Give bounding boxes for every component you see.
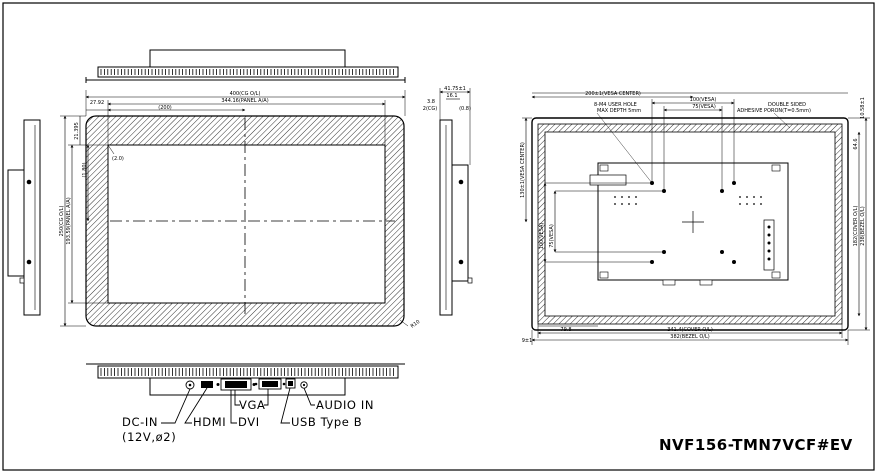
dim-vesa-200: 200±1(VESA CENTER) xyxy=(585,91,641,97)
dim-gap: (0.8) xyxy=(459,106,471,112)
label-dvi: DVI xyxy=(238,415,260,429)
vga-port xyxy=(254,378,286,390)
dim-cover-width: 341.4(COVER O/L) xyxy=(667,327,713,333)
usb-b-port xyxy=(285,378,296,389)
bottom-view: DC-IN (12V,ø2) HDMI VGA DVI USB Type B A… xyxy=(86,363,405,444)
active-area xyxy=(107,144,386,304)
dim-bezel-height: 238(BEZEL O/L) xyxy=(860,206,866,245)
left-side-view xyxy=(7,119,41,316)
dim-vesa-75h: 75(VESA) xyxy=(692,104,716,110)
dim-top-margin: 10.58±1 xyxy=(860,97,866,119)
dim-vesa-100v: 100(VESA) xyxy=(539,223,545,250)
dim-half-width: (200) xyxy=(158,105,171,111)
dim-bezel-width: 382(BEZEL O/L) xyxy=(670,334,709,340)
rear-view: 200±1(VESA CENTER) 100(VESA) 75(VESA) 8-… xyxy=(520,91,870,345)
dim-left-edge: 79.8 xyxy=(560,327,571,333)
dim-corner-gap: 9±1 xyxy=(522,338,533,344)
dim-depth: 41.75±1 xyxy=(444,86,466,92)
hdmi-port xyxy=(201,381,213,388)
dim-offset-top: 21.395 xyxy=(74,122,80,140)
label-hdmi: HDMI xyxy=(193,415,226,429)
dim-user-hole-2: MAX DEPTH 5mm xyxy=(597,108,641,114)
dim-user-hole-1: 8-M4 USER HOLE xyxy=(594,102,637,108)
right-side-view: 41.75±1 16.1 3.8 2(CG) (0.8) xyxy=(423,86,473,316)
label-dc-in: DC-IN xyxy=(122,415,158,429)
dim-tape-2: ADHESIVE PORON(T=0.5mm) xyxy=(737,108,811,114)
dim-vesa-75v: 75(VESA) xyxy=(549,224,555,248)
bottom-vent-slots xyxy=(100,368,394,376)
dim-cover-height: 182(COVER O/L) xyxy=(853,206,859,247)
dim-cg-height: 250(CG O/L) xyxy=(59,206,65,237)
dvi-port xyxy=(216,378,256,391)
label-usb: USB Type B xyxy=(291,415,362,429)
model-name: NVF156-TMN7VCF#EV xyxy=(659,436,853,454)
dim-corner: (2.0) xyxy=(112,156,124,162)
label-audio: AUDIO IN xyxy=(316,398,374,412)
dim-panel-aa-height: 193.59(PANEL A/A) xyxy=(66,197,72,244)
dim-vesa-130: 130±1(VESA CENTER) xyxy=(520,142,526,198)
front-view: 400(CG O/L) 344.16(PANEL A/A) 27.92 (200… xyxy=(59,90,421,330)
dim-d2: 3.8 xyxy=(427,99,435,105)
top-view xyxy=(85,49,406,83)
dim-panel-aa-width: 344.16(PANEL A/A) xyxy=(221,98,268,104)
top-vent-slots xyxy=(100,69,394,75)
dim-edge: 64.6 xyxy=(853,138,859,149)
dim-d1: 16.1 xyxy=(446,93,457,99)
dim-cg-width: 400(CG O/L) xyxy=(230,91,261,97)
label-vga: VGA xyxy=(239,398,265,412)
dim-radius: R10 xyxy=(410,319,422,330)
audio-in-port xyxy=(300,381,308,389)
dim-tape-1: DOUBLE SIDED xyxy=(768,102,806,108)
dim-vesa-100h: 100(VESA) xyxy=(690,97,717,103)
dim-offset-mid: (1.80) xyxy=(82,162,88,177)
dc-in-port xyxy=(185,380,195,390)
dim-offset-left: 27.92 xyxy=(90,100,104,106)
dim-cg: 2(CG) xyxy=(423,106,437,112)
label-dc-spec: (12V,ø2) xyxy=(122,430,176,444)
